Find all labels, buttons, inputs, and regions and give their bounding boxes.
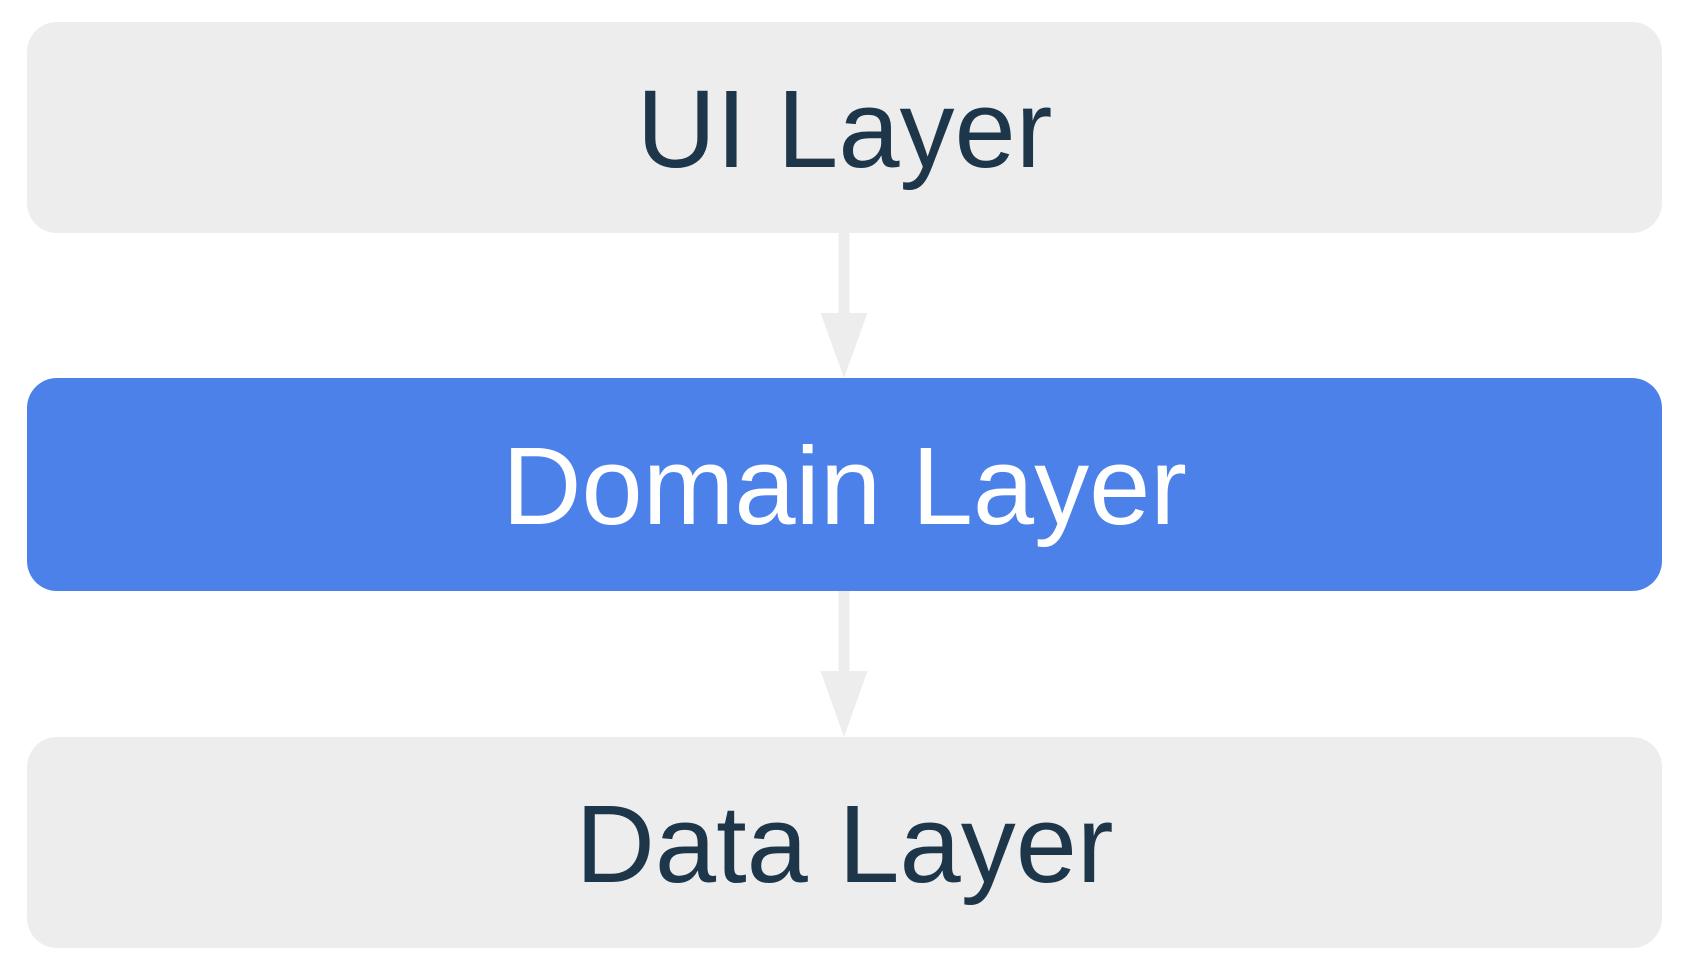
layer-label-domain: Domain Layer (502, 424, 1187, 548)
arrow-down-icon (820, 591, 868, 737)
layer-box-ui: UI Layer (27, 22, 1662, 233)
arrow-down-icon (820, 233, 868, 378)
layer-label-data: Data Layer (575, 782, 1114, 906)
layer-box-domain: Domain Layer (27, 378, 1662, 591)
layer-label-ui: UI Layer (636, 67, 1053, 191)
layer-box-data: Data Layer (27, 737, 1662, 948)
